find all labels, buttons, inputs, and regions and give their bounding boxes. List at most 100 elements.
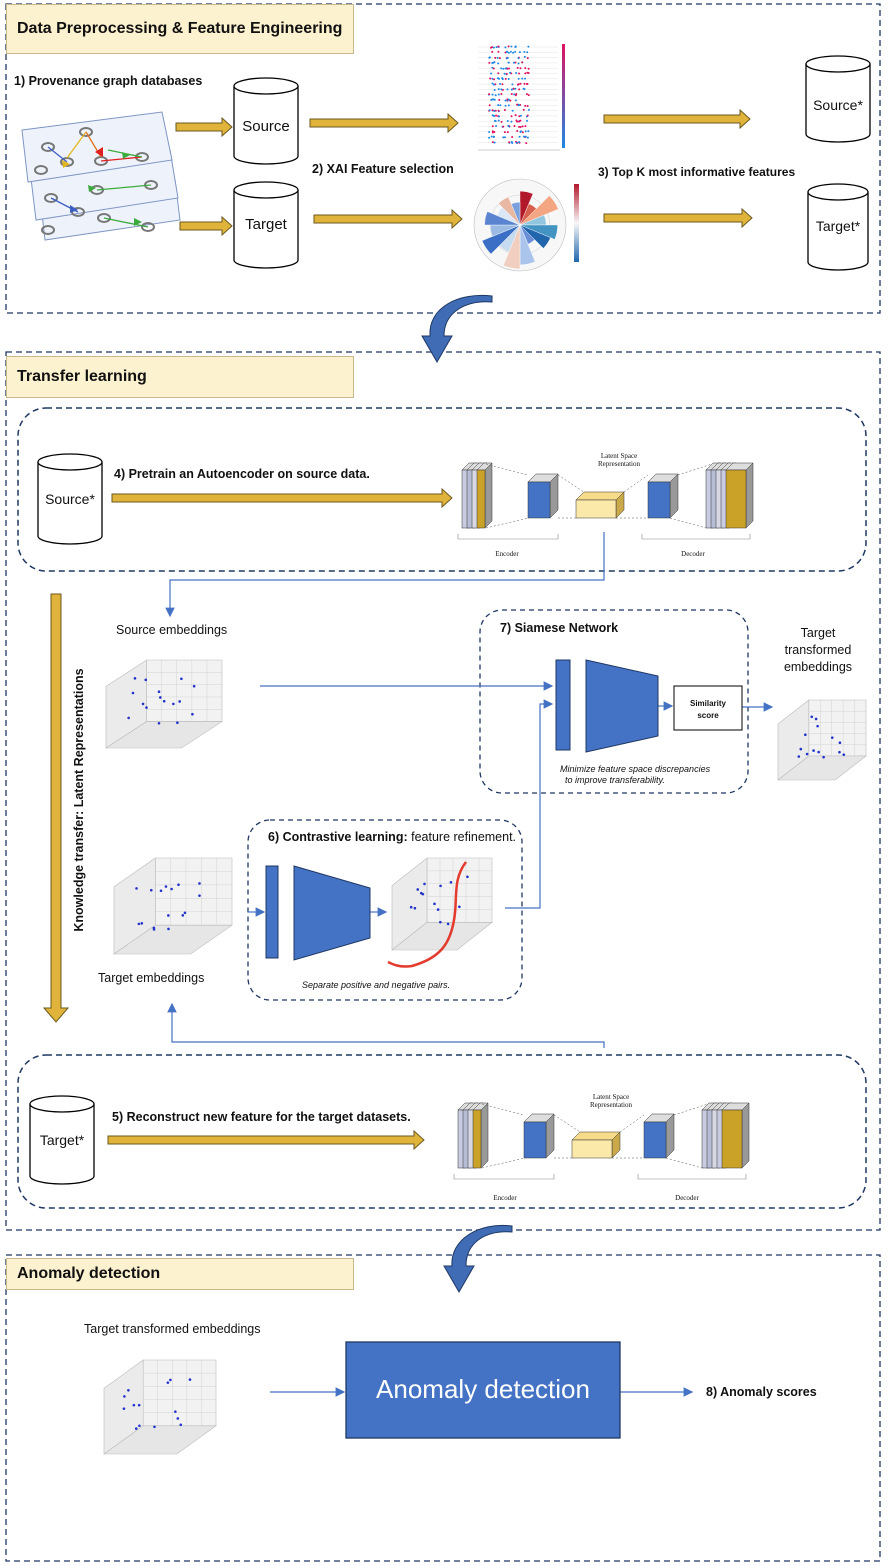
ae-connector — [623, 474, 649, 493]
ae-connector — [553, 1114, 581, 1133]
scatter-point — [140, 922, 144, 925]
scatter-point — [174, 1410, 177, 1413]
scatter-point — [797, 755, 801, 758]
scatter-point — [180, 677, 183, 681]
beeswarm-dot — [518, 120, 521, 123]
beeswarm-dot — [488, 93, 491, 96]
beeswarm-dot — [527, 94, 530, 97]
beeswarm-dot — [514, 50, 517, 53]
beeswarm-dot — [490, 135, 493, 138]
beeswarm-dot — [497, 62, 500, 65]
ae-connector — [669, 517, 707, 529]
transfer-frame — [5, 351, 881, 1231]
beeswarm-dot — [488, 136, 491, 139]
scatter-point — [436, 908, 440, 911]
beeswarm-dot — [498, 57, 501, 60]
beeswarm-dot — [510, 115, 513, 118]
beeswarm-dot — [491, 50, 494, 53]
beeswarm-dot — [492, 67, 495, 70]
layer-slab — [643, 1121, 667, 1159]
scatter-point — [816, 724, 819, 728]
beeswarm-dot — [510, 45, 513, 48]
step-1-label: 1) Provenance graph databases — [14, 74, 203, 88]
beeswarm-dot — [505, 72, 508, 75]
beeswarm-dot — [514, 99, 517, 102]
beeswarm-dot — [519, 130, 522, 133]
beeswarm-dot — [504, 104, 507, 107]
beeswarm-dot — [521, 131, 524, 134]
beeswarm-dot — [525, 93, 528, 96]
beeswarm-dot — [491, 130, 494, 133]
scatter-3d-plot — [113, 857, 233, 955]
beeswarm-dot — [493, 141, 496, 144]
scatter-floor-pane — [777, 755, 867, 781]
beeswarm-dot — [512, 87, 515, 90]
beeswarm-dot — [507, 61, 510, 64]
step-6-bold: 6) Contrastive learning: — [268, 830, 408, 844]
contrastive-network-shape — [265, 865, 371, 961]
separation-curve — [387, 861, 468, 968]
beeswarm-dot — [512, 51, 515, 54]
scatter-point — [176, 721, 179, 724]
scatter-point — [162, 699, 166, 703]
scatter-back-pane — [155, 857, 233, 926]
scatter-point — [132, 1403, 136, 1407]
beeswarm-dot — [504, 77, 507, 80]
beeswarm-dot — [497, 109, 500, 112]
pretrain-box — [17, 407, 867, 572]
beeswarm-dot — [521, 77, 524, 80]
scatter-point — [838, 750, 841, 754]
ae-connector — [619, 1114, 645, 1133]
beeswarm-dot — [515, 72, 518, 75]
beeswarm-dot — [507, 51, 510, 54]
beeswarm-dot — [510, 92, 513, 95]
ae-connector — [673, 1103, 709, 1116]
scatter-back-pane — [146, 659, 223, 722]
scatter-point — [157, 690, 161, 694]
beeswarm-dot — [497, 93, 500, 96]
beeswarm-dot — [490, 46, 493, 49]
beeswarm-dot — [507, 67, 510, 70]
layer-slab — [647, 481, 671, 519]
beeswarm-dot — [492, 135, 495, 138]
target-db-label: Target — [245, 216, 287, 233]
siamese-box — [479, 609, 749, 794]
beeswarm-dot — [489, 77, 492, 80]
section-flow-arrows — [421, 294, 513, 1294]
beeswarm-dot — [488, 56, 491, 59]
beeswarm-dot — [506, 67, 509, 70]
scatter-point — [822, 755, 825, 759]
layer-slab — [472, 1109, 482, 1169]
autoencoder-pretrain — [457, 462, 754, 540]
beeswarm-dot — [506, 57, 509, 60]
layer-slab — [523, 1121, 547, 1159]
section-title-anomaly: Anomaly detection — [6, 1258, 354, 1290]
scatter-point — [137, 1403, 141, 1407]
source-star-label-2: Source* — [45, 491, 95, 507]
scatter-point — [188, 1378, 192, 1381]
beeswarm-dot — [501, 83, 504, 86]
beeswarm-dot — [493, 78, 496, 81]
step-4-label: 4) Pretrain an Autoencoder on source dat… — [114, 467, 370, 481]
decoder-label-2: Decoder — [675, 1194, 699, 1202]
provenance-graph-layers — [21, 111, 181, 241]
scatter-point — [178, 700, 181, 703]
beeswarm-dot — [525, 119, 528, 122]
beeswarm-dot — [521, 61, 524, 64]
beeswarm-dot — [507, 77, 510, 80]
beeswarm-dot — [492, 61, 495, 64]
scatter-point — [145, 706, 148, 709]
scatter-back-pane — [808, 699, 867, 757]
beeswarm-dot — [499, 104, 502, 107]
source-star-db-cylinder-2 — [37, 453, 103, 545]
beeswarm-dot — [506, 88, 509, 91]
scatter-point — [413, 906, 417, 910]
encoder-label-2: Encoder — [493, 1194, 517, 1202]
beeswarm-dot — [511, 135, 514, 138]
beeswarm-dot — [502, 125, 505, 128]
layer-slab-side — [484, 462, 493, 529]
layer-slab — [725, 469, 747, 529]
beeswarm-dot — [491, 114, 494, 117]
beeswarm-dot — [495, 124, 498, 127]
scatter-point — [439, 884, 442, 888]
